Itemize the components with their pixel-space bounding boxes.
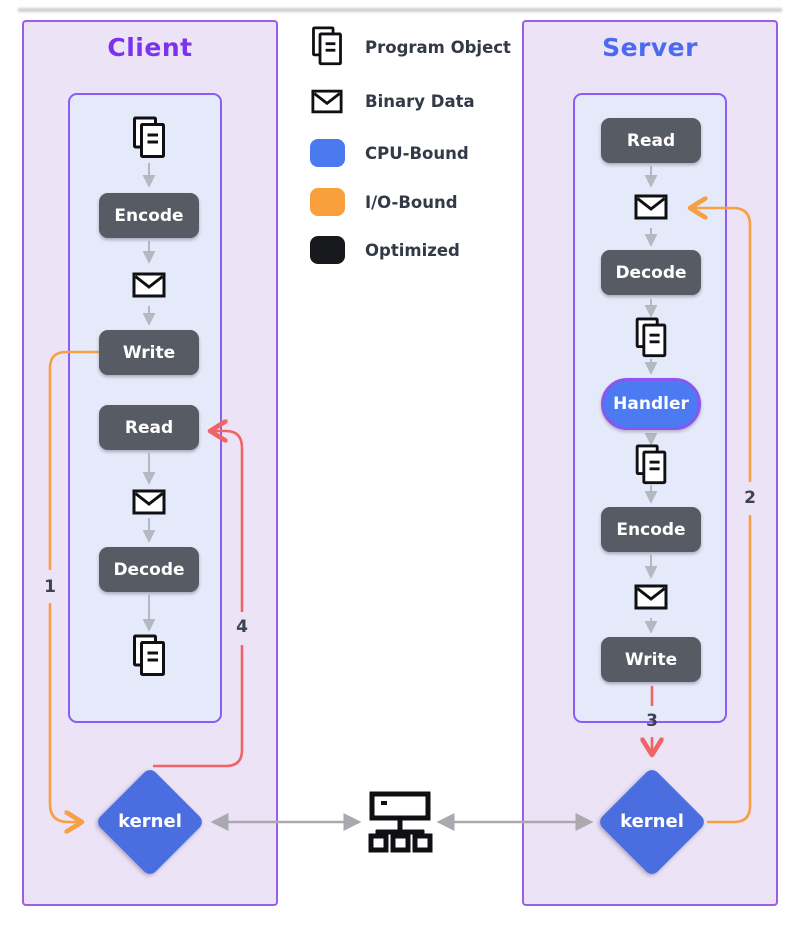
server-decode-node: Decode <box>601 250 701 295</box>
legend-label-binary-data: Binary Data <box>365 92 475 111</box>
server-read-node: Read <box>601 118 701 163</box>
legend-label-cpu-bound: CPU-Bound <box>365 144 469 163</box>
cpu-bound-swatch <box>310 139 345 167</box>
network-icon <box>368 791 433 853</box>
edge-label-2: 2 <box>744 488 756 508</box>
binary-data-icon <box>634 584 668 610</box>
legend-label-optimized: Optimized <box>365 241 460 260</box>
client-kernel-label: kernel <box>118 811 182 832</box>
binary-data-icon <box>634 194 668 220</box>
client-panel-title: Client <box>107 33 193 62</box>
server-encode-node: Encode <box>601 507 701 552</box>
program-object-icon <box>633 317 669 359</box>
legend-label-io-bound: I/O-Bound <box>365 193 458 212</box>
edge-label-4: 4 <box>236 617 248 637</box>
binary-data-icon <box>132 272 166 298</box>
program-object-icon <box>633 444 669 486</box>
client-write-node: Write <box>99 330 199 375</box>
edge-label-1: 1 <box>44 577 56 597</box>
io-bound-swatch <box>310 188 345 216</box>
client-encode-node: Encode <box>99 193 199 238</box>
top-edge-artifact <box>18 8 782 12</box>
server-kernel-label: kernel <box>620 811 684 832</box>
edge-2-kernel-to-data <box>692 208 752 824</box>
binary-data-icon <box>132 489 166 515</box>
program-object-icon <box>131 116 167 160</box>
client-decode-node: Decode <box>99 547 199 592</box>
client-read-node: Read <box>99 405 199 450</box>
edge-1-write-to-kernel <box>48 350 99 822</box>
edge-4-kernel-to-read <box>153 431 244 768</box>
edge-label-3: 3 <box>646 711 658 731</box>
server-handler-node: Handler <box>601 378 701 430</box>
server-write-node: Write <box>601 637 701 682</box>
program-object-icon <box>131 634 167 678</box>
legend-label-program-object: Program Object <box>365 38 511 57</box>
optimized-swatch <box>310 236 345 264</box>
server-panel-title: Server <box>602 33 698 62</box>
